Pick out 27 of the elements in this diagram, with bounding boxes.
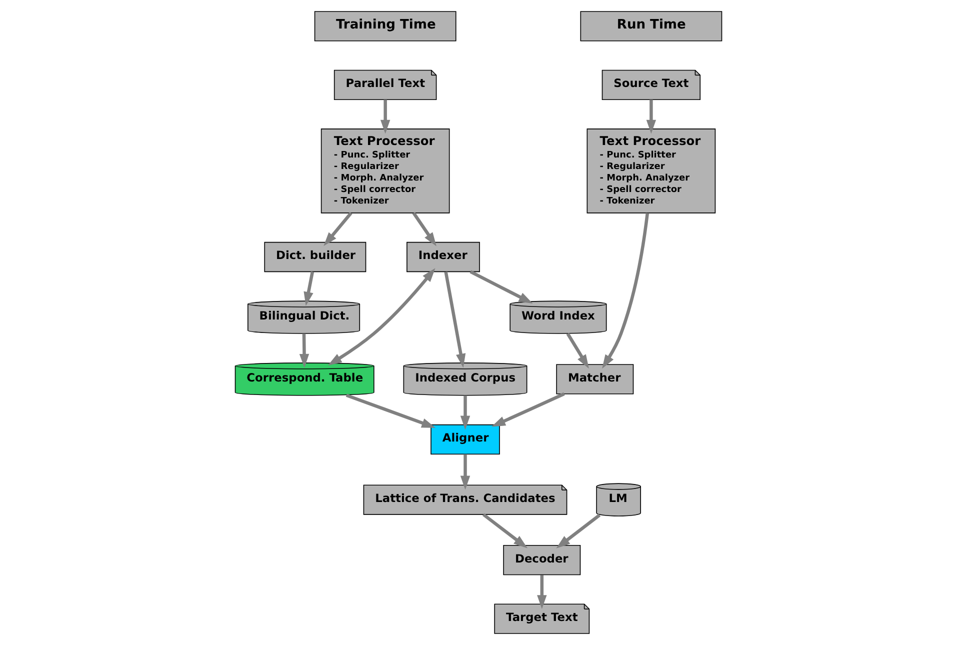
arrow [646, 100, 656, 134]
node-box: Run Time [580, 11, 722, 42]
arrow [380, 100, 390, 134]
arrow [303, 271, 314, 306]
arrow [323, 212, 352, 246]
arrow [602, 212, 649, 369]
arrow [444, 272, 466, 368]
arrow [482, 513, 528, 548]
node-box: Text Processor - Punc. Splitter - Regularizer - Morph. Analyzer - Spell corrector - Tokenizer [586, 128, 716, 214]
arrow [412, 212, 436, 246]
arrow [460, 395, 470, 430]
arrow [298, 334, 309, 368]
node-box: Decoder [502, 545, 580, 576]
arrow [556, 514, 600, 548]
node-box: Training Time [314, 11, 456, 42]
arrow [469, 270, 532, 304]
node-box: Aligner [430, 424, 500, 455]
arrow [327, 268, 435, 366]
node-box: Dict. builder [264, 242, 366, 272]
arrow [566, 332, 588, 369]
node-box: Indexer [406, 242, 480, 272]
arrow [460, 454, 470, 490]
node-box: Matcher [556, 364, 634, 394]
arrow [491, 392, 564, 427]
arrow [536, 575, 546, 609]
node-box: Text Processor - Punc. Splitter - Regularizer - Morph. Analyzer - Spell corrector - Tokenizer [320, 128, 450, 214]
arrow [345, 394, 436, 428]
